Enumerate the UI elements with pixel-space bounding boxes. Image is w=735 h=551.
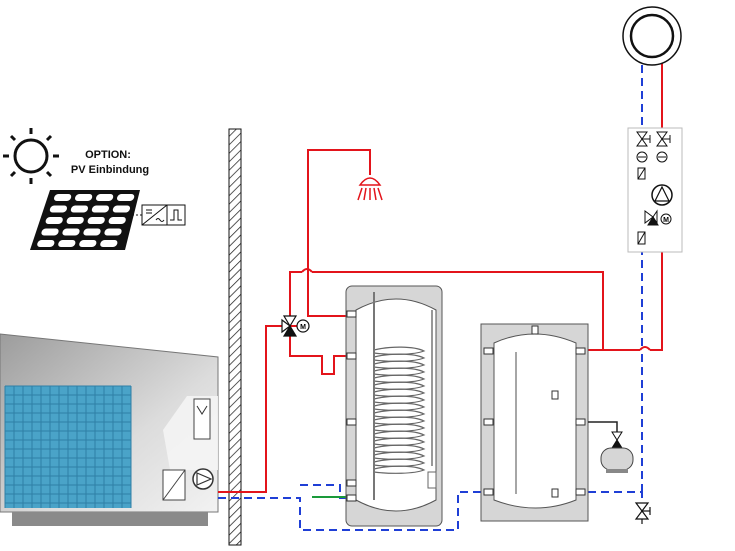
- mixing-valve-icon[interactable]: M: [644, 209, 672, 226]
- heating-coil: [373, 346, 426, 474]
- svg-text:M: M: [663, 217, 669, 224]
- svg-text:M: M: [300, 324, 306, 331]
- shutoff-valve-icon[interactable]: [656, 131, 671, 147]
- heat-pump-unit: [0, 333, 219, 526]
- thermometer-icon: [636, 151, 668, 163]
- pump-icon[interactable]: [651, 184, 673, 206]
- heat-pump-internal-pump-icon: [192, 468, 214, 490]
- pv-option-subtitle: PV Einbindung: [71, 164, 149, 176]
- heating-circuit-icon: [622, 6, 682, 66]
- solar-panel-icon: [0, 190, 140, 250]
- pv-option-title: OPTION:: [85, 149, 131, 161]
- buffer-tank: [480, 323, 589, 522]
- expansion-pipe: [588, 421, 618, 432]
- inverter-icon: [128, 204, 186, 226]
- valve-motor-icon: [296, 319, 310, 333]
- hot-water-tank: [345, 285, 443, 527]
- sun-icon: [3, 128, 59, 184]
- three-way-valve-icon[interactable]: M: [281, 315, 310, 337]
- controller-box: [193, 398, 211, 440]
- shutoff-valve-icon[interactable]: [636, 131, 651, 147]
- building-wall: [228, 128, 242, 546]
- expansion-vessel-icon: [600, 431, 634, 473]
- heating-circuit-station: M: [627, 127, 683, 253]
- shower-head-icon: [357, 177, 383, 201]
- fill-drain-valve-icon[interactable]: [634, 502, 651, 524]
